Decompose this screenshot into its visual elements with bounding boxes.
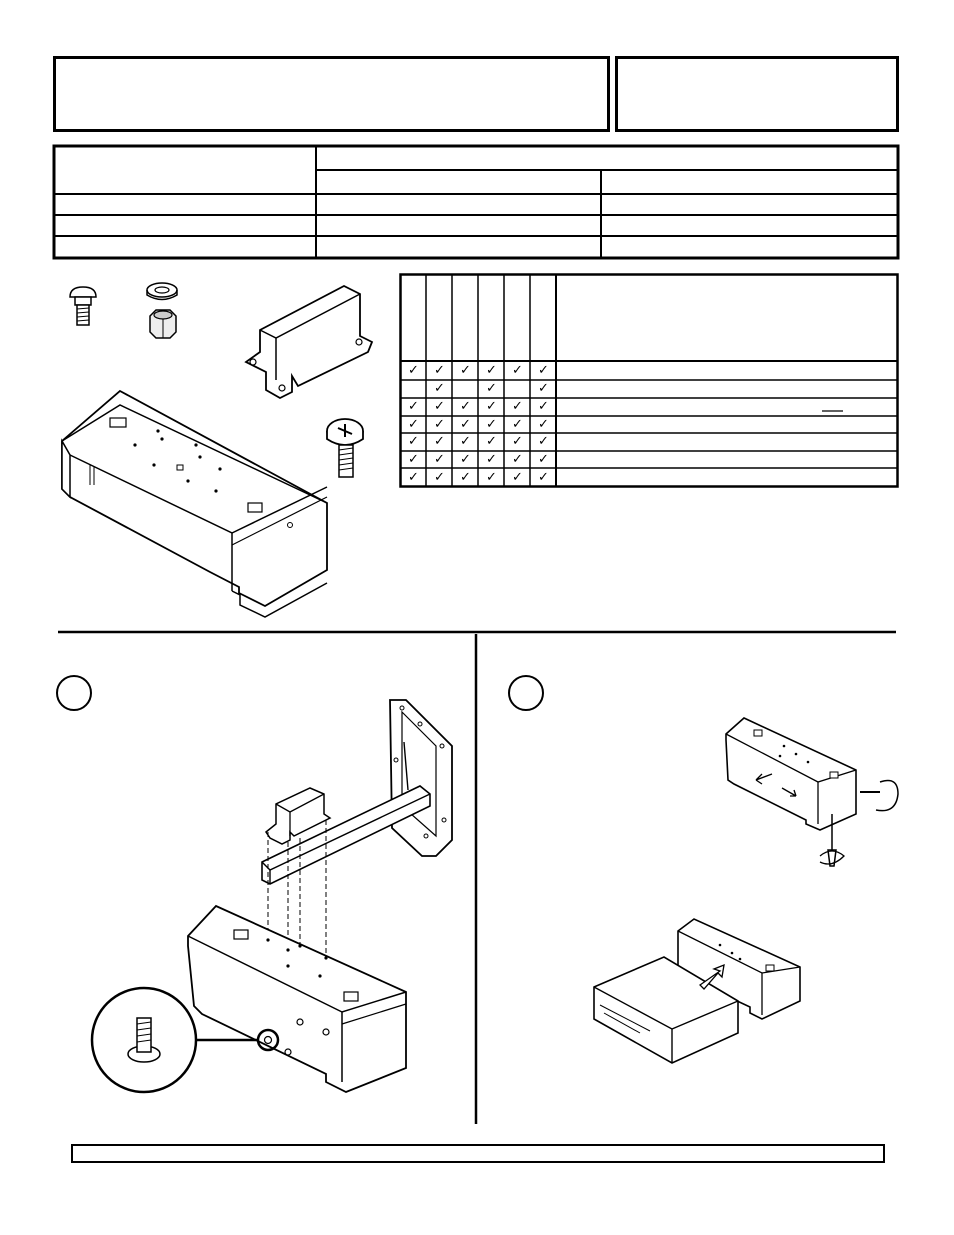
compat-check-mark: ✓ bbox=[408, 416, 419, 432]
compat-check-mark: ✓ bbox=[512, 416, 523, 432]
compat-check-mark: ✓ bbox=[538, 381, 549, 396]
u-bracket-illustration bbox=[244, 284, 374, 400]
compat-check-mark: ✓ bbox=[434, 399, 445, 414]
washer-nut-illustration bbox=[146, 282, 178, 339]
compat-check-mark: ✓ bbox=[512, 469, 523, 485]
compat-check-mark: ✓ bbox=[486, 362, 497, 378]
step-2-insert-illustration bbox=[593, 918, 801, 1064]
compat-check-mark: ✓ bbox=[434, 451, 445, 467]
footer-box bbox=[71, 1144, 885, 1163]
compat-check-mark: ✓ bbox=[460, 399, 471, 414]
step-1-illustration bbox=[90, 699, 453, 1094]
compat-check-mark: ✓ bbox=[408, 434, 419, 449]
compat-check-mark: ✓ bbox=[408, 362, 419, 378]
compat-check-mark: ✓ bbox=[460, 416, 471, 432]
compat-check-mark: ✓ bbox=[538, 434, 549, 449]
step-2-number bbox=[508, 675, 544, 711]
compat-check-mark: ✓ bbox=[408, 399, 419, 414]
compat-check-mark: ✓ bbox=[512, 399, 523, 414]
compat-check-mark: ✓ bbox=[434, 416, 445, 432]
compat-check-mark: ✓ bbox=[486, 434, 497, 449]
title-box bbox=[53, 56, 610, 132]
carriage-bolt-illustration bbox=[69, 286, 97, 326]
step-2-adjust-illustration bbox=[725, 717, 899, 867]
compatibility-table: ✓ ✓ ✓ ✓ ✓ ✓ ✓ ✓ ✓ ✓ ✓ ✓ ✓ ✓ ✓ ✓ ✓ ✓ ✓ ✓ ✓ ✓ ✓ ✓ ✓ ✓ ✓ ✓ ✓ ✓ ✓ ✓ ✓ ✓ ✓ ✓ ✓ ✓ ✓ bbox=[399, 273, 899, 488]
compat-check-mark: ✓ bbox=[434, 381, 445, 396]
compat-check-mark: ✓ bbox=[538, 451, 549, 467]
compat-check-mark: ✓ bbox=[460, 469, 471, 485]
compat-check-mark: ✓ bbox=[538, 469, 549, 485]
compat-check-mark: ✓ bbox=[434, 469, 445, 485]
compat-check-mark: ✓ bbox=[512, 451, 523, 467]
compat-check-mark: ✓ bbox=[486, 381, 497, 396]
shelf-illustration bbox=[61, 389, 328, 618]
compat-check-mark: ✓ bbox=[538, 362, 549, 378]
compat-check-mark: ✓ bbox=[486, 469, 497, 485]
compat-check-mark: ✓ bbox=[460, 451, 471, 467]
compat-check-mark: ✓ bbox=[512, 362, 523, 378]
compat-check-mark: ✓ bbox=[486, 451, 497, 467]
compat-check-mark: ✓ bbox=[538, 399, 549, 414]
model-box bbox=[615, 56, 899, 132]
compat-check-mark: ✓ bbox=[408, 451, 419, 467]
step-1-number bbox=[56, 675, 92, 711]
compat-check-mark: ✓ bbox=[460, 362, 471, 378]
specs-table bbox=[52, 144, 900, 260]
compat-check-mark: ✓ bbox=[460, 434, 471, 449]
compat-check-mark: ✓ bbox=[486, 399, 497, 414]
compat-check-mark: ✓ bbox=[434, 434, 445, 449]
compat-check-mark: ✓ bbox=[408, 469, 419, 485]
compat-check-mark: ✓ bbox=[512, 434, 523, 449]
section-divider bbox=[58, 630, 896, 1124]
compat-check-mark: ✓ bbox=[486, 416, 497, 432]
compat-check-mark: ✓ bbox=[538, 416, 549, 432]
phillips-screw-illustration bbox=[326, 418, 364, 478]
compat-check-mark: ✓ bbox=[434, 362, 445, 378]
